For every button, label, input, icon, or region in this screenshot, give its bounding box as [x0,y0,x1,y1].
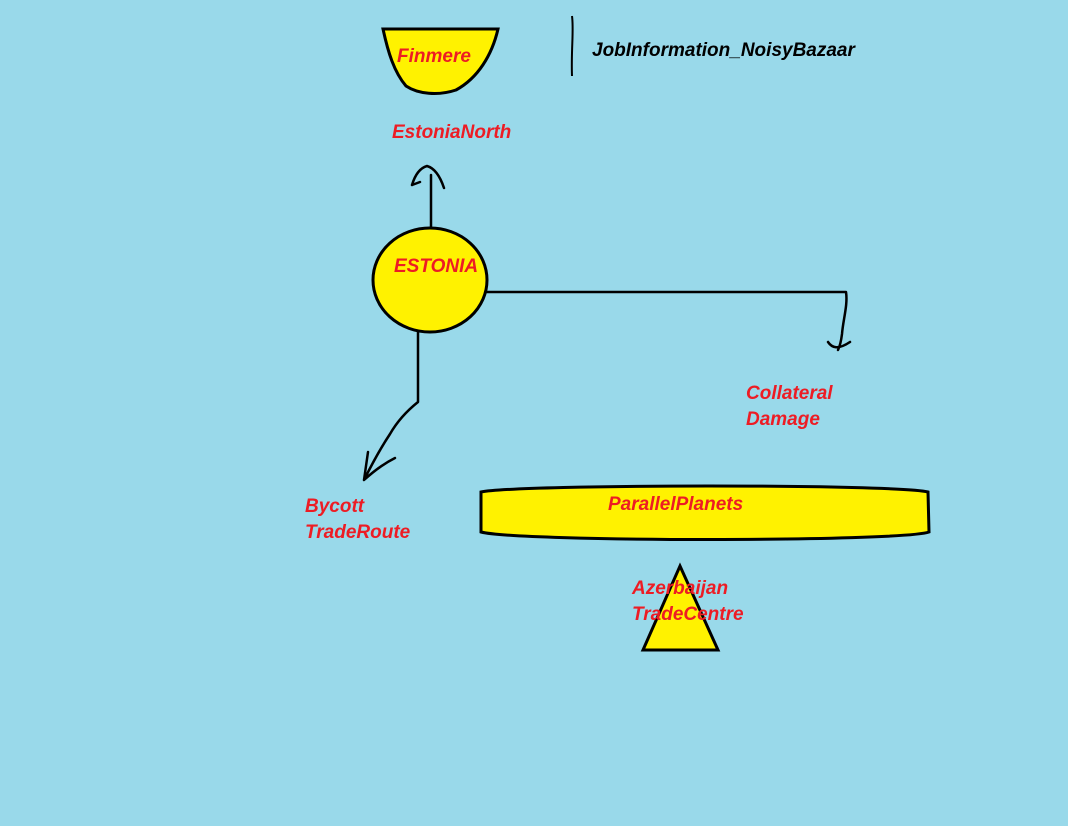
estonianorth-label: EstoniaNorth [392,122,512,143]
finmere-bowl-shape [381,27,500,95]
arrow-to-bycott-traderoute [362,330,420,482]
arrow-to-collateral-damage [484,290,852,352]
estonia-label: ESTONIA [394,256,479,277]
parallelplanets-label: ParallelPlanets [608,494,744,515]
diagram-title: JobInformation_NoisyBazaar [592,40,855,61]
estonia-circle-shape [371,226,489,334]
collateral-damage-label-line1: Collateral [746,383,833,404]
bycott-label-line1: Bycott [305,496,365,517]
azerbaijan-label-line2: TradeCentre [632,604,744,625]
bycott-label-line2: TradeRoute [305,522,411,543]
collateral-damage-label-line2: Damage [746,409,820,430]
finmere-label: Finmere [397,46,471,67]
arrow-to-estonianorth [410,164,446,230]
azerbaijan-label-line1: Azerbaijan [632,578,729,599]
azerbaijan-triangle-shape [640,562,721,652]
title-separator-line [570,15,574,77]
parallelplanets-bar-shape [479,484,931,541]
